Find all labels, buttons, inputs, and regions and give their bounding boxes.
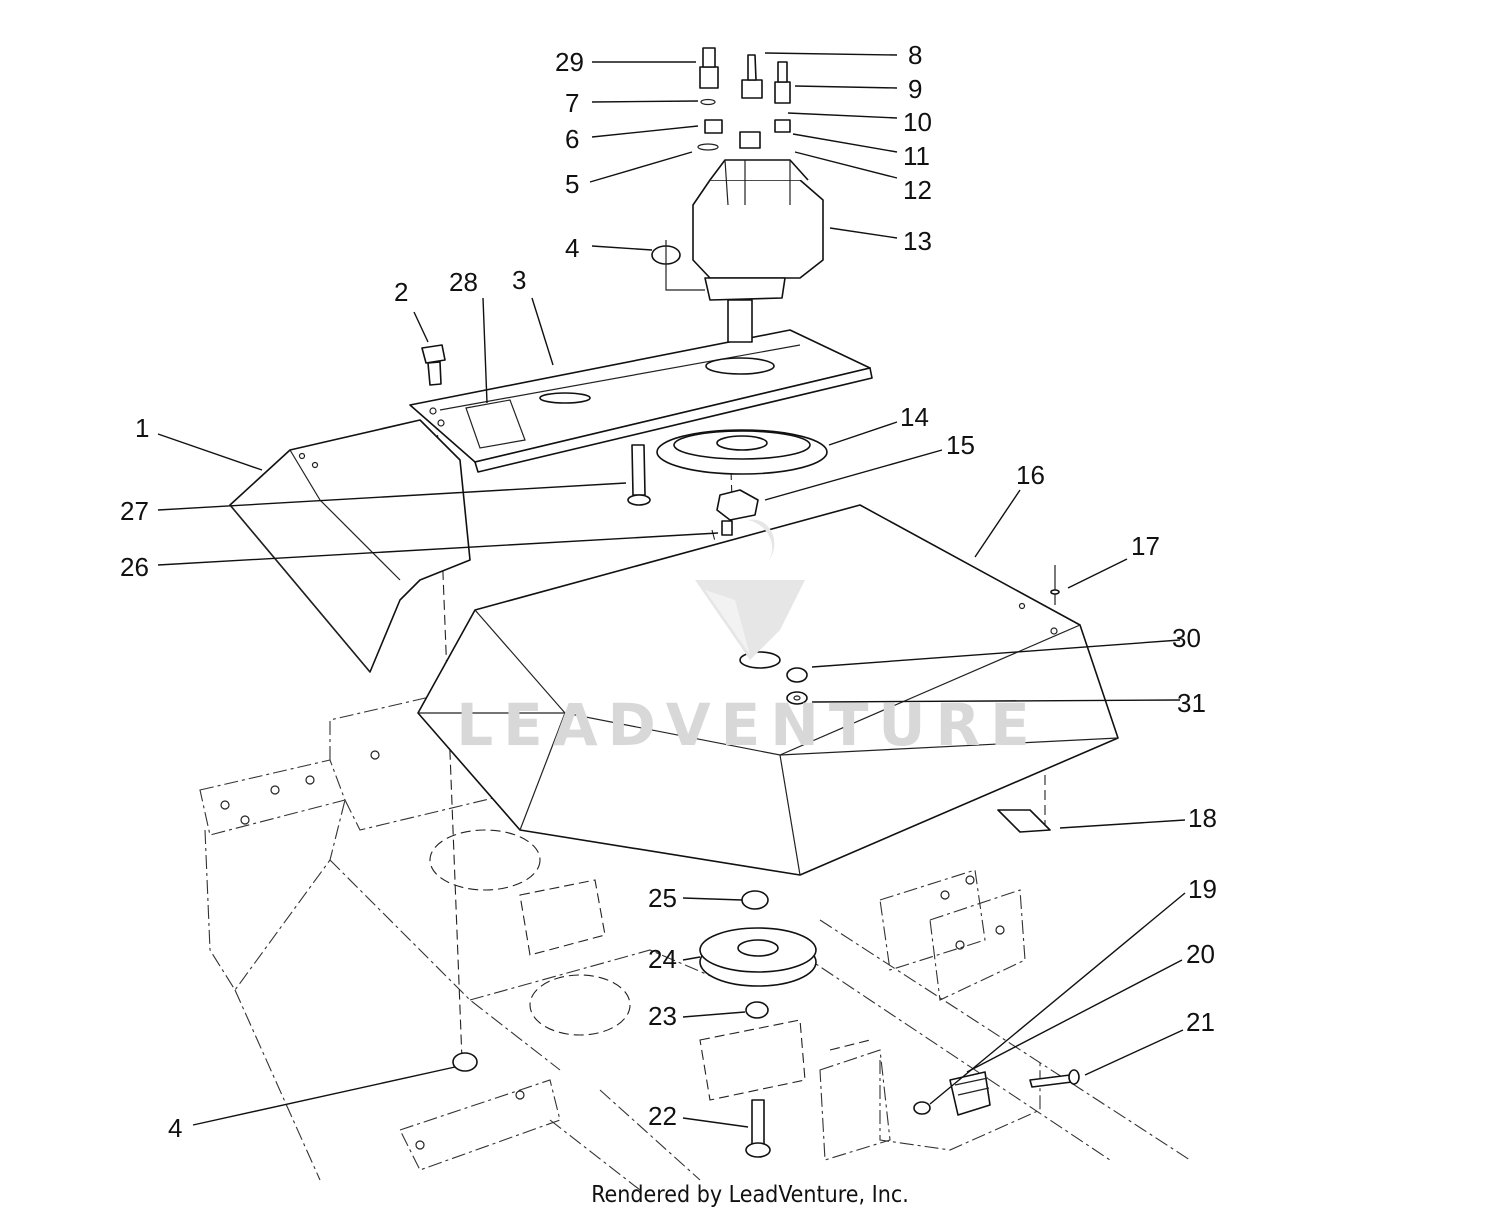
part-1-left-shield	[229, 419, 471, 673]
leader-lines	[157, 52, 1186, 1128]
callout-25: 25	[648, 883, 677, 913]
callout-30: 30	[1172, 623, 1201, 653]
footer-credit: Rendered by LeadVenture, Inc.	[591, 1182, 909, 1208]
callout-12: 12	[903, 175, 932, 205]
callout-8: 8	[908, 40, 922, 70]
part-16-deck-cover	[417, 504, 1119, 876]
callout-29: 29	[555, 47, 584, 77]
callout-22: 22	[648, 1101, 677, 1131]
part-31-washer	[786, 691, 808, 705]
part-26-fitting	[721, 520, 733, 536]
callout-10: 10	[903, 107, 932, 137]
callout-21: 21	[1186, 1007, 1215, 1037]
part-4-flange-nut-lower	[452, 1052, 478, 1072]
callout-7: 7	[565, 88, 579, 118]
callout-labels: 1 2 3 4 5 6 7 8 9 10 11 12 13 14 15 16 1…	[120, 40, 1217, 1143]
callout-24: 24	[648, 944, 677, 974]
callout-4-upper: 4	[565, 233, 579, 263]
callout-27: 27	[120, 496, 149, 526]
callout-15: 15	[946, 430, 975, 460]
callout-1: 1	[135, 413, 149, 443]
part-19-nut	[913, 1101, 931, 1115]
callout-28: 28	[449, 267, 478, 297]
part-30-nut	[786, 667, 808, 683]
callout-2: 2	[394, 277, 408, 307]
part-4-flange-nut-upper	[651, 240, 705, 291]
part-23-spacer	[745, 1001, 769, 1019]
callout-14: 14	[900, 402, 929, 432]
part-17-screw	[1050, 565, 1060, 605]
part-25-nut	[741, 890, 769, 910]
callout-20: 20	[1186, 939, 1215, 969]
callout-26: 26	[120, 552, 149, 582]
part-2-bolt	[421, 344, 446, 386]
callout-23: 23	[648, 1001, 677, 1031]
part-14-pulley	[656, 429, 828, 475]
watermark-text: LEADVENTURE	[456, 691, 1040, 759]
callout-9: 9	[908, 74, 922, 104]
part-22-bolt	[745, 1099, 771, 1158]
callout-4-lower: 4	[168, 1113, 182, 1143]
callout-16: 16	[1016, 460, 1045, 490]
part-18-bracket	[997, 809, 1051, 833]
watermark: LEADVENTURE	[456, 519, 1040, 759]
callout-31: 31	[1177, 688, 1206, 718]
callout-18: 18	[1188, 803, 1217, 833]
callout-6: 6	[565, 124, 579, 154]
callout-11: 11	[903, 141, 930, 171]
part-20-block	[949, 1071, 991, 1116]
callout-5: 5	[565, 169, 579, 199]
part-13-motor	[692, 47, 824, 343]
callout-3: 3	[512, 265, 526, 295]
part-27-bolt	[627, 444, 651, 506]
chassis-frame	[199, 689, 1191, 1191]
callout-17: 17	[1131, 531, 1160, 561]
part-24-idler-pulley	[699, 927, 817, 987]
callout-19: 19	[1188, 874, 1217, 904]
part-15-nut	[716, 489, 759, 521]
part-21-bolt	[1029, 1069, 1080, 1088]
part-3-mounting-plate	[409, 329, 873, 473]
callout-13: 13	[903, 226, 932, 256]
